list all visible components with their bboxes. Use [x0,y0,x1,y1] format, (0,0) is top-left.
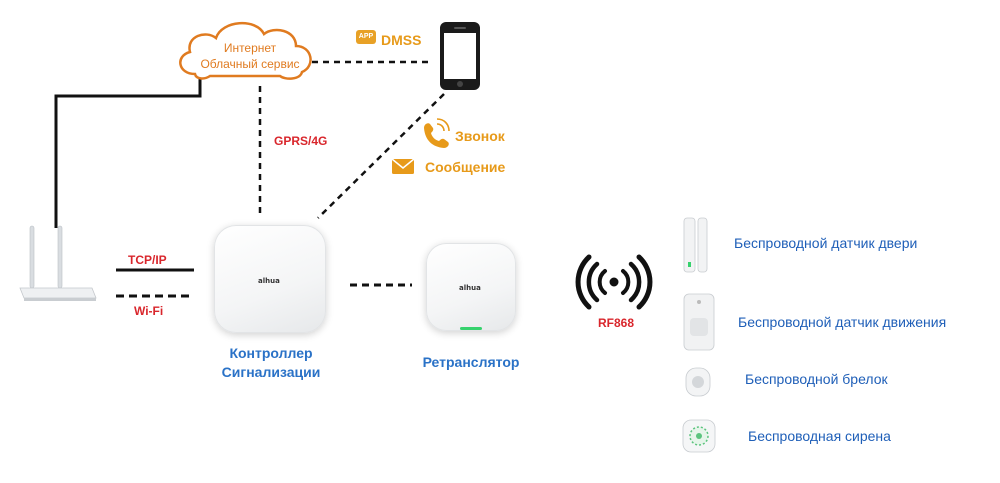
cloud-label-line1: Интернет [223,41,277,55]
cloud-label-line2: Облачный сервис [200,57,300,71]
app-badge-icon: APP [356,30,376,44]
repeater-device: alhua [426,243,516,331]
phone-hub-link [317,93,445,219]
alarm-hub-device: alhua [214,225,326,333]
router-icon [19,225,97,301]
door-sensor-icon [683,217,708,273]
gprs-label: GPRS/4G [274,134,328,148]
router-cloud-link [54,78,202,228]
hub-label-line2: Сигнализации [221,364,321,380]
hub-label-line1: Контроллер [229,345,313,361]
tcpip-label: TCP/IP [128,253,167,267]
call-icon [424,118,450,148]
cloud-shape [179,21,312,80]
door-sensor-label: Беспроводной датчик двери [734,235,918,251]
wifi-label: Wi-Fi [134,304,164,318]
siren-icon [682,419,716,453]
siren-label: Беспроводная сирена [748,428,891,444]
call-label: Звонок [455,128,505,144]
phone-icon [440,22,480,90]
motion-sensor-icon [683,293,715,351]
motion-sensor-label: Беспроводной датчик движения [738,314,947,330]
repeater-brand: alhua [459,284,481,292]
repeater-led [460,327,482,330]
message-icon [391,158,415,174]
hub-brand: alhua [258,277,280,285]
message-label: Сообщение [425,159,506,175]
rf-label: RF868 [598,316,635,330]
hub-label: Контроллер Сигнализации [204,344,338,382]
repeater-label: Ретранслятор [422,354,520,370]
cloud-label: Интернет Облачный сервис [190,40,310,72]
keyfob-label: Беспроводной брелок [745,371,888,387]
app-name: DMSS [381,32,422,48]
rf-signal-icon [575,254,653,310]
keyfob-icon [685,367,711,397]
